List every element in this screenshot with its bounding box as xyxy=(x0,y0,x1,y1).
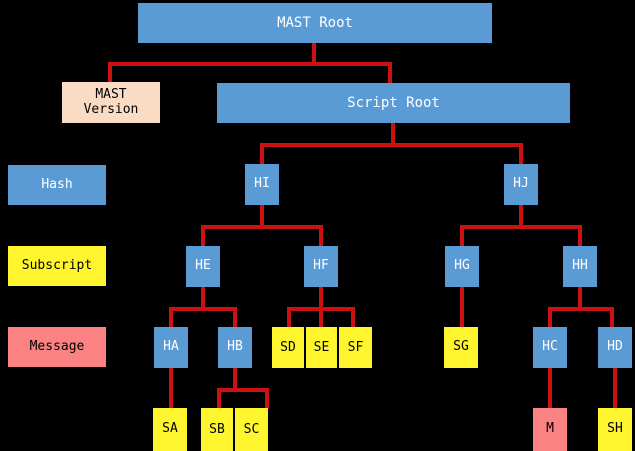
node-hg-label: HG xyxy=(454,258,470,274)
edge-scriptroot-stem xyxy=(391,123,395,145)
node-sd: SD xyxy=(272,327,306,368)
node-sf-label: SF xyxy=(347,340,364,355)
node-sg: SG xyxy=(444,327,478,368)
edge-hb-stem xyxy=(233,368,237,390)
edge-to-sc xyxy=(265,388,269,409)
node-hd-label: HD xyxy=(607,339,623,355)
edge-hj-bus xyxy=(460,225,582,229)
edge-to-se xyxy=(319,307,323,329)
edge-to-hg xyxy=(460,225,464,247)
edge-to-hd xyxy=(610,307,614,329)
group-sb-sc: SB SC xyxy=(201,408,268,451)
edge-mastroot-stem xyxy=(312,42,316,64)
node-sb-label: SB xyxy=(209,422,225,437)
edge-to-hh xyxy=(578,225,582,247)
legend-subscript-label: Subscript xyxy=(21,257,93,273)
node-ha: HA xyxy=(154,327,188,368)
edge-to-hi xyxy=(260,143,264,165)
node-sh-label: SH xyxy=(607,421,623,437)
node-hb: HB xyxy=(218,327,252,368)
edge-mastroot-bus xyxy=(108,62,392,66)
edge-to-sf xyxy=(351,307,355,329)
edge-to-hc xyxy=(548,307,552,329)
edge-to-scriptroot xyxy=(388,62,392,84)
node-sa-label: SA xyxy=(162,421,178,437)
edge-ha-to-sa xyxy=(169,368,173,409)
node-he: HE xyxy=(186,246,220,287)
node-sg-label: SG xyxy=(453,339,469,355)
node-hi: HI xyxy=(245,164,279,205)
node-script-root-label: Script Root xyxy=(347,94,440,111)
edge-hj-stem xyxy=(519,205,523,227)
node-hc: HC xyxy=(533,327,567,368)
edge-to-hj xyxy=(519,143,523,165)
edge-to-ha xyxy=(169,307,173,329)
node-sa: SA xyxy=(153,408,187,451)
node-hf: HF xyxy=(304,246,338,287)
legend-message-label: Message xyxy=(29,338,85,354)
node-mast-version: MAST Version xyxy=(62,82,160,123)
node-mast-root: MAST Root xyxy=(138,3,492,43)
node-sf: SF xyxy=(339,327,372,368)
legend-message: Message xyxy=(8,327,106,367)
edge-hi-bus xyxy=(201,225,323,229)
node-sd-label: SD xyxy=(280,340,296,355)
node-hj: HJ xyxy=(504,164,538,205)
node-hf-label: HF xyxy=(313,258,329,274)
edge-to-sd xyxy=(287,307,291,329)
node-hh-label: HH xyxy=(572,258,588,274)
node-mast-version-label: MAST Version xyxy=(83,86,139,117)
edge-hb-bus xyxy=(217,388,269,392)
edge-hi-stem xyxy=(260,205,264,227)
edge-scriptroot-bus xyxy=(260,143,523,147)
legend-hash-label: Hash xyxy=(41,176,73,192)
node-m-label: M xyxy=(546,421,554,437)
node-script-root: Script Root xyxy=(217,83,570,123)
node-ha-label: HA xyxy=(163,339,179,355)
node-hb-label: HB xyxy=(227,339,243,355)
edge-hg-to-sg xyxy=(460,287,464,327)
node-sc-label: SC xyxy=(243,422,260,437)
legend-subscript: Subscript xyxy=(8,246,106,286)
edge-hd-to-sh xyxy=(613,368,617,409)
node-se: SE xyxy=(306,327,339,368)
node-he-label: HE xyxy=(195,258,211,274)
node-hh: HH xyxy=(563,246,597,287)
node-m: M xyxy=(533,408,567,451)
node-mast-root-label: MAST Root xyxy=(277,14,353,31)
node-hj-label: HJ xyxy=(513,176,529,192)
node-se-label: SE xyxy=(313,340,330,355)
node-sb: SB xyxy=(201,408,235,451)
edge-to-hf xyxy=(319,225,323,247)
edge-to-mastversion xyxy=(108,62,112,84)
edge-hf-stem xyxy=(319,287,323,309)
node-hg: HG xyxy=(445,246,479,287)
node-hi-label: HI xyxy=(254,176,270,192)
edge-hh-stem xyxy=(578,287,582,309)
node-sc: SC xyxy=(235,408,268,451)
node-hd: HD xyxy=(598,327,632,368)
edge-hc-to-m xyxy=(548,368,552,409)
node-hc-label: HC xyxy=(542,339,558,355)
edge-he-bus xyxy=(169,307,237,311)
edge-he-stem xyxy=(201,287,205,309)
edge-to-hb xyxy=(233,307,237,329)
edge-to-he xyxy=(201,225,205,247)
edge-hh-bus xyxy=(548,307,614,311)
node-sh: SH xyxy=(598,408,632,451)
group-sd-se-sf: SD SE SF xyxy=(272,327,372,368)
legend-hash: Hash xyxy=(8,165,106,205)
edge-to-sb xyxy=(217,388,221,409)
